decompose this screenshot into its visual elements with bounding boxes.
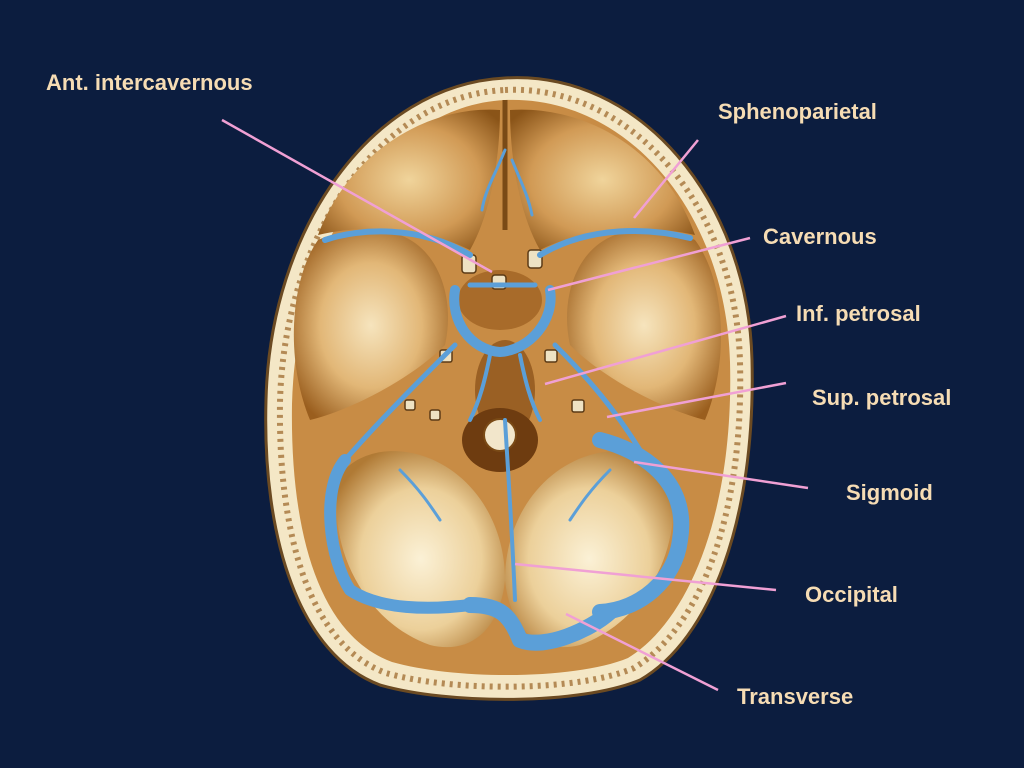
anterior-fossa-right	[510, 109, 695, 250]
sphenoparietal-sinus-right	[537, 228, 693, 258]
leader-inf-petrosal	[544, 314, 787, 386]
leader-sigmoid	[633, 460, 809, 490]
occipital-sinus	[503, 418, 517, 602]
label-ant-intercavernous: Ant. intercavernous	[46, 70, 253, 95]
label-sigmoid: Sigmoid	[846, 480, 933, 505]
leader-sup-petrosal	[606, 381, 787, 419]
skull-diploe-band	[276, 86, 744, 690]
label-sphenoparietal: Sphenoparietal	[718, 99, 877, 124]
label-transverse: Transverse	[737, 684, 854, 709]
sup-petrosal-sinus-left	[342, 342, 458, 463]
leader-ant-intercavernous	[221, 118, 493, 274]
middle-fossa-left	[293, 230, 448, 420]
leader-transverse	[565, 612, 719, 692]
leader-sphenoparietal	[633, 139, 699, 219]
sigmoid-sinus-left	[324, 454, 476, 614]
spinal-cord	[483, 418, 517, 452]
anterior-fossa-left	[318, 109, 500, 250]
frontal-veins	[480, 148, 534, 217]
sup-petrosal-sinus-right	[552, 342, 643, 453]
label-occipital: Occipital	[805, 582, 898, 607]
leader-cavernous	[547, 236, 751, 292]
leader-lines	[221, 118, 809, 692]
cerebellar-veins	[398, 468, 612, 522]
label-cavernous: Cavernous	[763, 224, 877, 249]
label-sup-petrosal: Sup. petrosal	[812, 385, 952, 410]
cavernous-sinus	[449, 285, 556, 357]
sigmoid-sinus-right	[592, 432, 690, 620]
label-inf-petrosal: Inf. petrosal	[796, 301, 921, 326]
middle-fossa-right	[567, 230, 722, 420]
sphenoparietal-sinus-left	[322, 228, 473, 258]
leader-occipital	[514, 562, 777, 592]
inf-petrosal-sinus	[468, 353, 542, 422]
